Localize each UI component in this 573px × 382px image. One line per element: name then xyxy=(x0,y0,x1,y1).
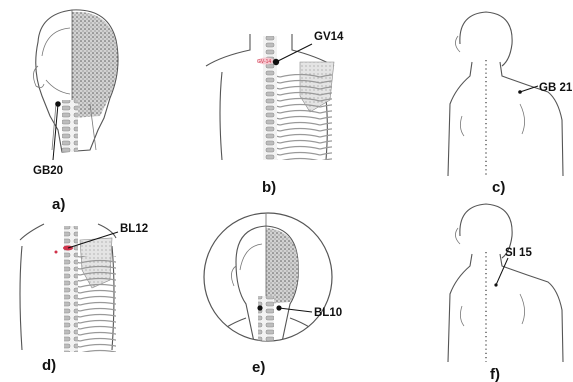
panel-letter-b: b) xyxy=(262,179,276,196)
ribcage-d xyxy=(76,256,116,352)
panel-a: GB20 a) xyxy=(33,10,118,213)
scapula-f xyxy=(460,294,524,326)
point-label-f: SI 15 xyxy=(505,247,532,259)
panel-c: GB 21 c) xyxy=(448,12,573,196)
panel-f: SI 15 f) xyxy=(448,204,563,382)
ribcage-b xyxy=(276,74,332,160)
point-label-d: BL12 xyxy=(120,223,148,235)
panel-letter-e: e) xyxy=(252,359,265,376)
skull-a xyxy=(42,28,70,94)
panel-letter-f: f) xyxy=(490,366,500,382)
panel-letter-d: d) xyxy=(42,357,56,374)
ear-f xyxy=(455,228,460,244)
neck-shoulders-c xyxy=(448,62,563,176)
acupoint-marker-e xyxy=(257,305,262,310)
spine-b xyxy=(263,36,277,160)
head-c-outline xyxy=(460,12,512,66)
point-label-a: GB20 xyxy=(33,165,63,177)
point-label-c: GB 21 xyxy=(539,82,573,94)
neck-shoulders-f xyxy=(448,254,563,362)
panel-letter-a: a) xyxy=(52,196,65,213)
spine-d xyxy=(64,226,78,352)
scapula-c xyxy=(460,104,524,136)
leader-line-c xyxy=(520,86,538,92)
acupoint-highlight-d2 xyxy=(55,251,58,254)
panel-b: GV-14 GV14 b) xyxy=(206,31,344,196)
inline-mark-b: GV-14 xyxy=(257,59,271,65)
point-label-e: BL10 xyxy=(314,307,342,319)
cervical-spine-a xyxy=(62,100,78,152)
panel-letter-c: c) xyxy=(492,179,505,196)
point-label-b: GV14 xyxy=(314,31,344,43)
ear-c xyxy=(455,36,460,52)
panel-d: BL12 d) xyxy=(20,223,148,374)
leader-line-b xyxy=(276,44,312,62)
leader-line-f xyxy=(496,258,508,285)
cervical-spine-e xyxy=(258,296,274,342)
panel-e: BL10 e) xyxy=(204,213,342,376)
